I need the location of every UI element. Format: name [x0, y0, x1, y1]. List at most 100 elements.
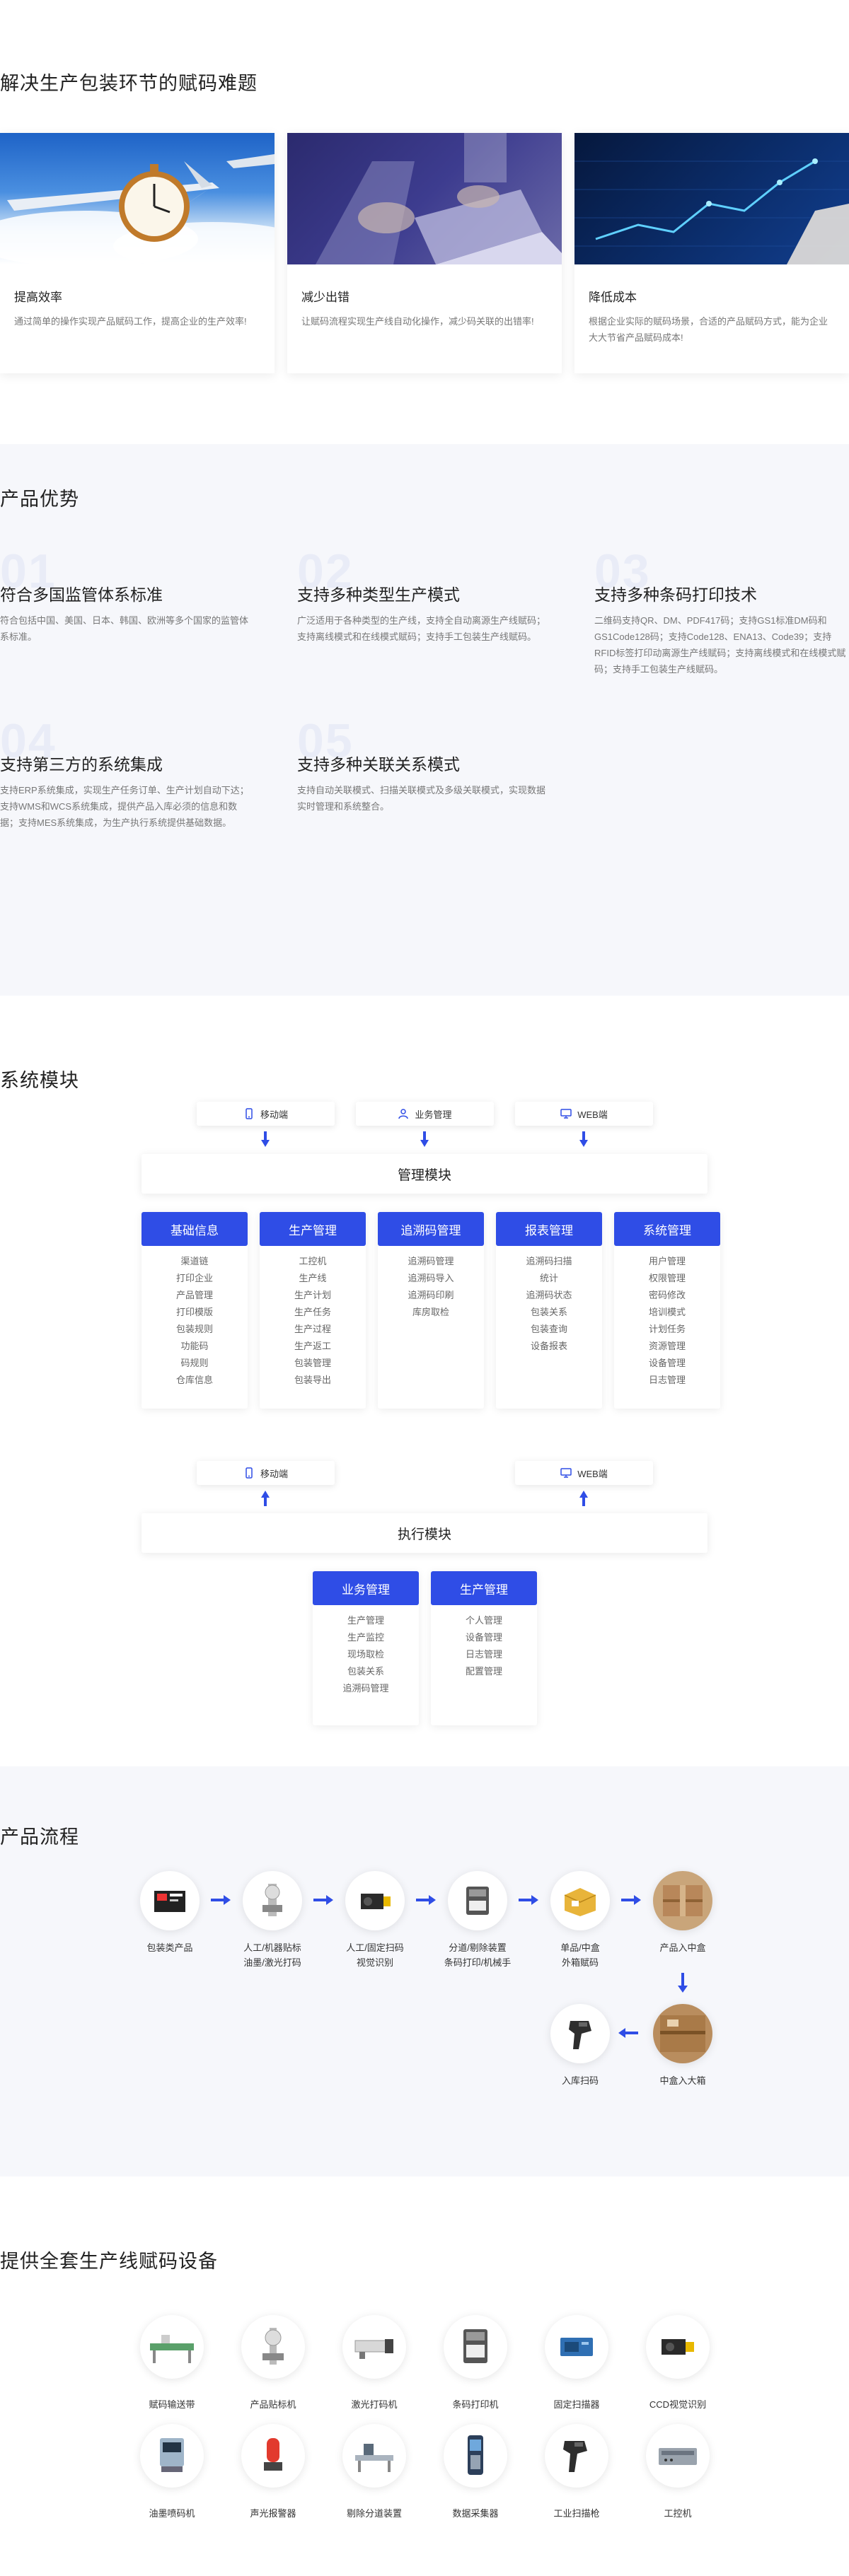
- equipment-section: 提供全套生产线赋码设备 赋码输送带 产品贴标机 激光打码机 条码打印机 固定扫描…: [0, 2176, 849, 2572]
- flow-label: 人工/固定扫码 视觉识别: [346, 1942, 404, 1968]
- advantage-item: 02 支持多种类型生产模式 广泛适用于各种类型的生产线，支持全自动离源生产线赋码…: [297, 547, 552, 642]
- equipment-label: CCD视觉识别: [649, 2399, 707, 2410]
- modules-section: 系统模块 移动端 业务管理 WEB端 管理模块 基础信息 渠道链 打印企业 产品…: [0, 996, 849, 1766]
- module-item[interactable]: 培训模式: [648, 1307, 686, 1317]
- module-item[interactable]: 库房取检: [412, 1307, 449, 1317]
- module-item[interactable]: 功能码: [180, 1341, 209, 1351]
- module-head[interactable]: 报表管理: [496, 1212, 602, 1246]
- module-item[interactable]: 产品管理: [175, 1290, 213, 1300]
- module-item[interactable]: 设备报表: [530, 1341, 567, 1351]
- module-head[interactable]: 追溯码管理: [378, 1212, 484, 1246]
- module-item[interactable]: 包装关系: [530, 1307, 567, 1317]
- module-item[interactable]: 追溯码管理: [342, 1683, 389, 1694]
- module-item[interactable]: 生产计划: [294, 1290, 331, 1300]
- module-item[interactable]: 生产任务: [294, 1307, 331, 1317]
- module-item[interactable]: 生产监控: [347, 1632, 384, 1643]
- module-head[interactable]: 系统管理: [614, 1212, 720, 1246]
- equipment-item[interactable]: 工业扫描枪: [525, 2424, 628, 2519]
- module-item[interactable]: 权限管理: [648, 1273, 686, 1283]
- module-item[interactable]: 包装导出: [294, 1375, 331, 1385]
- arrow-right-icon: [519, 1895, 538, 1905]
- equipment-label: 赋码输送带: [149, 2399, 195, 2410]
- equipment-item[interactable]: 赋码输送带: [120, 2315, 224, 2411]
- module-item[interactable]: 追溯码管理: [408, 1256, 454, 1266]
- entry-web[interactable]: WEB端: [515, 1102, 653, 1126]
- module-list: 工控机 生产线 生产计划 生产任务 生产过程 生产返工 包装管理 包装导出: [260, 1246, 366, 1397]
- module-item[interactable]: 仓库信息: [175, 1375, 213, 1385]
- mobile-icon: [243, 1108, 255, 1119]
- module-item[interactable]: 生产线: [299, 1273, 327, 1283]
- module-item[interactable]: 现场取检: [347, 1649, 384, 1660]
- module-item[interactable]: 资源管理: [648, 1341, 686, 1351]
- module-item[interactable]: 包装管理: [294, 1358, 331, 1368]
- arrow-down-icon: [678, 1973, 688, 1993]
- arrow-right-icon: [313, 1895, 333, 1905]
- module-list: 用户管理 权限管理 密码修改 培训模式 计划任务 资源管理 设备管理 日志管理: [614, 1246, 720, 1397]
- flow-label: 中盒入大箱: [659, 2075, 706, 2086]
- module-item[interactable]: 日志管理: [465, 1649, 502, 1660]
- equipment-item[interactable]: 条码打印机: [424, 2315, 527, 2411]
- module-item[interactable]: 包装规则: [175, 1324, 213, 1334]
- entry-mobile[interactable]: 移动端: [197, 1102, 335, 1126]
- module-head[interactable]: 生产管理: [260, 1212, 366, 1246]
- entry-business[interactable]: 业务管理: [356, 1102, 494, 1126]
- module-item[interactable]: 用户管理: [648, 1256, 686, 1266]
- entry-label: WEB端: [577, 1468, 608, 1479]
- module-head[interactable]: 基础信息: [142, 1212, 248, 1246]
- equipment-item[interactable]: 工控机: [626, 2424, 729, 2519]
- problem-card-desc: 通过简单的操作实现产品赋码工作，提高企业的生产效率!: [14, 316, 247, 327]
- flow-node: 包装类产品: [117, 1871, 223, 1955]
- camera-icon: [345, 1871, 405, 1930]
- module-column-basic: 基础信息 渠道链 打印企业 产品管理 打印模版 包装规则 功能码 码规则 仓库信…: [142, 1212, 248, 1409]
- module-item[interactable]: 追溯码印刷: [408, 1290, 454, 1300]
- module-head[interactable]: 业务管理: [313, 1571, 419, 1605]
- equipment-item[interactable]: 激光打码机: [323, 2315, 426, 2411]
- equipment-item[interactable]: 固定扫描器: [525, 2315, 628, 2411]
- module-item[interactable]: 生产返工: [294, 1341, 331, 1351]
- advantage-number: 01: [0, 544, 57, 598]
- inkjet-icon: [140, 2424, 204, 2488]
- module-item[interactable]: 包装关系: [347, 1666, 384, 1677]
- module-head[interactable]: 生产管理: [431, 1571, 537, 1605]
- module-item[interactable]: 追溯码导入: [408, 1273, 454, 1283]
- flow-label: 产品入中盒: [659, 1942, 706, 1953]
- equipment-item[interactable]: 数据采集器: [424, 2424, 527, 2519]
- box-photo-icon: [653, 1871, 712, 1930]
- module-item[interactable]: 日志管理: [648, 1375, 686, 1385]
- arrow-up-icon: [579, 1491, 588, 1506]
- arrow-down-icon: [261, 1131, 270, 1147]
- entry-web-exec[interactable]: WEB端: [515, 1461, 653, 1485]
- problems-section: 解决生产包装环节的赋码难题 提高效率 通过简单的操作实现产品赋码工作，提高企业的…: [0, 0, 849, 424]
- equipment-item[interactable]: 声光报警器: [221, 2424, 325, 2519]
- module-list: 个人管理 设备管理 日志管理 配置管理: [431, 1605, 537, 1689]
- equipment-item[interactable]: 油墨喷码机: [120, 2424, 224, 2519]
- module-item[interactable]: 追溯码状态: [526, 1290, 572, 1300]
- module-item[interactable]: 计划任务: [648, 1324, 686, 1334]
- module-item[interactable]: 渠道链: [180, 1256, 209, 1266]
- module-item[interactable]: 密码修改: [648, 1290, 686, 1300]
- module-item[interactable]: 配置管理: [465, 1666, 502, 1677]
- module-item[interactable]: 生产管理: [347, 1615, 384, 1626]
- module-item[interactable]: 统计: [539, 1273, 558, 1283]
- module-item[interactable]: 打印模版: [175, 1307, 213, 1317]
- user-icon: [398, 1108, 409, 1119]
- module-item[interactable]: 设备管理: [648, 1358, 686, 1368]
- advantage-desc: 支持自动关联模式、扫描关联模式及多级关联模式，实现数据实时管理和系统整合。: [297, 785, 546, 812]
- laptop-hands-image: [287, 133, 562, 264]
- module-item[interactable]: 工控机: [299, 1256, 327, 1266]
- module-item[interactable]: 生产过程: [294, 1324, 331, 1334]
- module-item[interactable]: 个人管理: [465, 1615, 502, 1626]
- management-module-bar: 管理模块: [142, 1154, 708, 1194]
- equipment-item[interactable]: CCD视觉识别: [626, 2315, 729, 2411]
- entry-mobile-exec[interactable]: 移动端: [197, 1461, 335, 1485]
- equipment-item[interactable]: 剔除分道装置: [323, 2424, 426, 2519]
- advantage-desc: 广泛适用于各种类型的生产线，支持全自动离源生产线赋码；支持离线模式和在线模式赋码…: [297, 615, 546, 642]
- module-item[interactable]: 码规则: [180, 1358, 209, 1368]
- module-item[interactable]: 追溯码扫描: [526, 1256, 572, 1266]
- module-list: 生产管理 生产监控 现场取检 包装关系 追溯码管理: [313, 1605, 419, 1706]
- module-item[interactable]: 打印企业: [175, 1273, 213, 1283]
- equipment-item[interactable]: 产品贴标机: [221, 2315, 325, 2411]
- fixed-scanner-icon: [545, 2315, 608, 2379]
- module-item[interactable]: 包装查询: [530, 1324, 567, 1334]
- module-item[interactable]: 设备管理: [465, 1632, 502, 1643]
